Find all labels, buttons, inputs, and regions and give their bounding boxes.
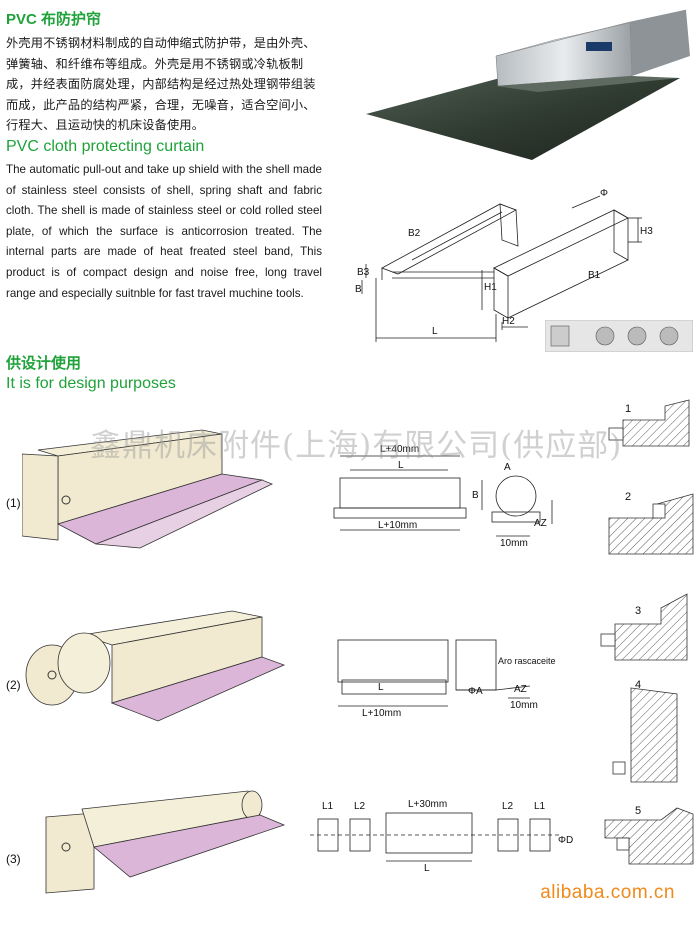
mount-diagrams: 1 3 4 5 2 [600,399,694,865]
dim-phi: Φ [600,188,608,199]
dim-h3: H3 [640,226,653,237]
row-label-3: (3) [6,852,21,866]
dim-h2: H2 [502,316,515,327]
product-photo [366,9,690,160]
mount-label-1: 1 [625,403,631,415]
curtain-iso-1 [22,429,273,549]
curtain-iso-2 [25,610,286,722]
row-label-1: (1) [6,496,21,510]
row3-l2b: L2 [502,801,514,812]
row2-drawing: L L+10mm Aro rascaceite ΦA AZ 10mm [337,639,556,719]
row2-bottom: L+10mm [362,708,401,719]
row1-drawing: L+40mm L L+10mm A B AZ 10mm [333,444,553,549]
row2-w: 10mm [510,700,538,711]
curtain-iso-3 [45,790,286,894]
row2-az: AZ [514,684,527,695]
row3-l: L [424,863,430,874]
mount-label-5: 5 [635,805,641,817]
dim-h1: H1 [484,282,497,293]
row1-bottom: L+10mm [378,520,417,531]
title-en: PVC cloth protecting curtain [6,138,205,155]
row-label-2: (2) [6,678,21,692]
row1-a: A [504,462,511,473]
dim-b2: B2 [408,228,421,239]
description-en: The automatic pull-out and take up shiel… [6,163,322,300]
row1-mid: L [398,460,404,471]
mount-label-3: 3 [635,605,641,617]
row2-l: L [378,682,384,693]
description-cn: 外壳用不锈钢材料制成的自动伸缩式防护带，是由外壳、弹簧轴、和纤维布等组成。外壳是… [6,36,316,132]
dim-b: B [355,284,362,295]
row3-l1b: L1 [534,801,546,812]
row1-az: AZ [534,518,547,529]
mount-label-4: 4 [635,679,641,691]
footer-site: alibaba.com.cn [540,882,675,903]
row1-top: L+40mm [380,444,419,455]
row3-l2a: L2 [354,801,366,812]
row3-phid: ΦD [558,835,573,846]
dim-l: L [432,326,438,337]
row1-w: 10mm [500,538,528,549]
inset-photo [545,320,693,352]
dim-b3: B3 [357,267,370,278]
row3-top: L+30mm [408,799,447,810]
mount-label-2: 2 [625,491,631,503]
title-cn: PVC 布防护帘 [6,11,102,28]
row3-drawing: L1 L2 L+30mm L L2 L1 ΦD [310,799,573,874]
design-title-cn: 供设计使用 [6,355,82,372]
row2-phia: ΦA [468,686,483,697]
row2-aro: Aro rascaceite [498,656,556,666]
row1-b: B [472,490,479,501]
design-title-en: It is for design purposes [6,375,176,392]
dim-b1: B1 [588,270,601,281]
watermark: 鑫鼎机床附件(上海)有限公司(供应部) [90,428,623,464]
row3-l1a: L1 [322,801,334,812]
dimension-drawing: B2 B3 B L H1 H2 H3 B1 Φ [355,188,653,342]
